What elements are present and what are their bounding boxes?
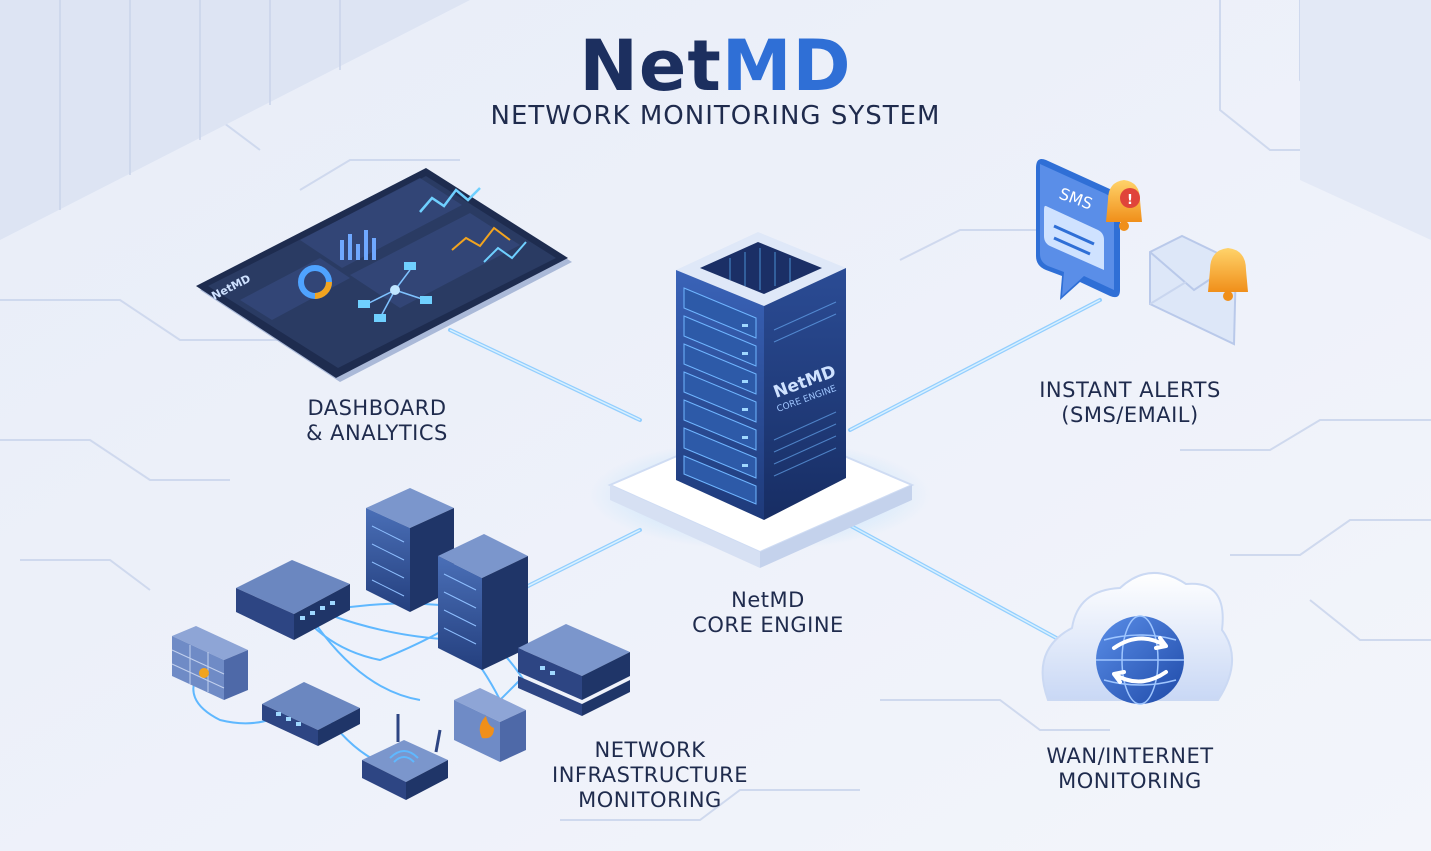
brand-part-2: MD: [721, 25, 852, 107]
router-icon: [362, 714, 448, 800]
firewall-icon: [171, 626, 248, 700]
wan-label-line2: MONITORING: [1058, 769, 1202, 793]
alerts-label-line2: (SMS/EMAIL): [1061, 403, 1199, 427]
switch-icon: [236, 560, 350, 640]
alerts-label: INSTANT ALERTS (SMS/EMAIL): [1005, 378, 1255, 428]
core-engine-label-line1: NetMD: [731, 588, 805, 612]
page-title: NetMD: [0, 26, 1431, 106]
bell-icon: !: [1106, 180, 1142, 231]
wall-panel: [0, 0, 470, 240]
brand-part-1: Net: [579, 25, 722, 107]
wan-label-line1: WAN/INTERNET: [1046, 744, 1214, 768]
alerts-label-line1: INSTANT ALERTS: [1039, 378, 1221, 402]
core-engine-label-line2: CORE ENGINE: [692, 613, 844, 637]
server-tower-icon: [676, 232, 846, 520]
dashboard-label-line1: DASHBOARD: [307, 396, 447, 420]
wan-monitoring-label: WAN/INTERNET MONITORING: [1005, 744, 1255, 794]
network-label-line1: NETWORK: [594, 738, 706, 762]
connection-cores: [449, 299, 1101, 641]
bell-icon-email: [1208, 248, 1248, 301]
core-engine-label: NetMD CORE ENGINE: [658, 588, 878, 638]
network-label-line2: INFRASTRUCTURE: [552, 763, 748, 787]
wall-panel-right: [1300, 0, 1431, 240]
svg-text:!: !: [1127, 193, 1133, 208]
page-subtitle: NETWORK MONITORING SYSTEM: [490, 101, 941, 131]
sms-bubble-icon: [1036, 159, 1120, 300]
firewall-icon-2: [454, 688, 526, 762]
dashboard-label-line2: & ANALYTICS: [306, 421, 448, 445]
dashboard-label: DASHBOARD & ANALYTICS: [262, 396, 492, 446]
switch-icon-2: [262, 682, 360, 746]
network-appliance-icon: [518, 624, 630, 716]
server-rack-icon-2: [438, 534, 528, 670]
network-label-line3: MONITORING: [578, 788, 722, 812]
globe-icon: [1096, 615, 1184, 705]
server-rack-icon: [366, 488, 454, 612]
network-infrastructure-label: NETWORK INFRASTRUCTURE MONITORING: [515, 738, 785, 813]
tablet-icon: [196, 168, 572, 382]
